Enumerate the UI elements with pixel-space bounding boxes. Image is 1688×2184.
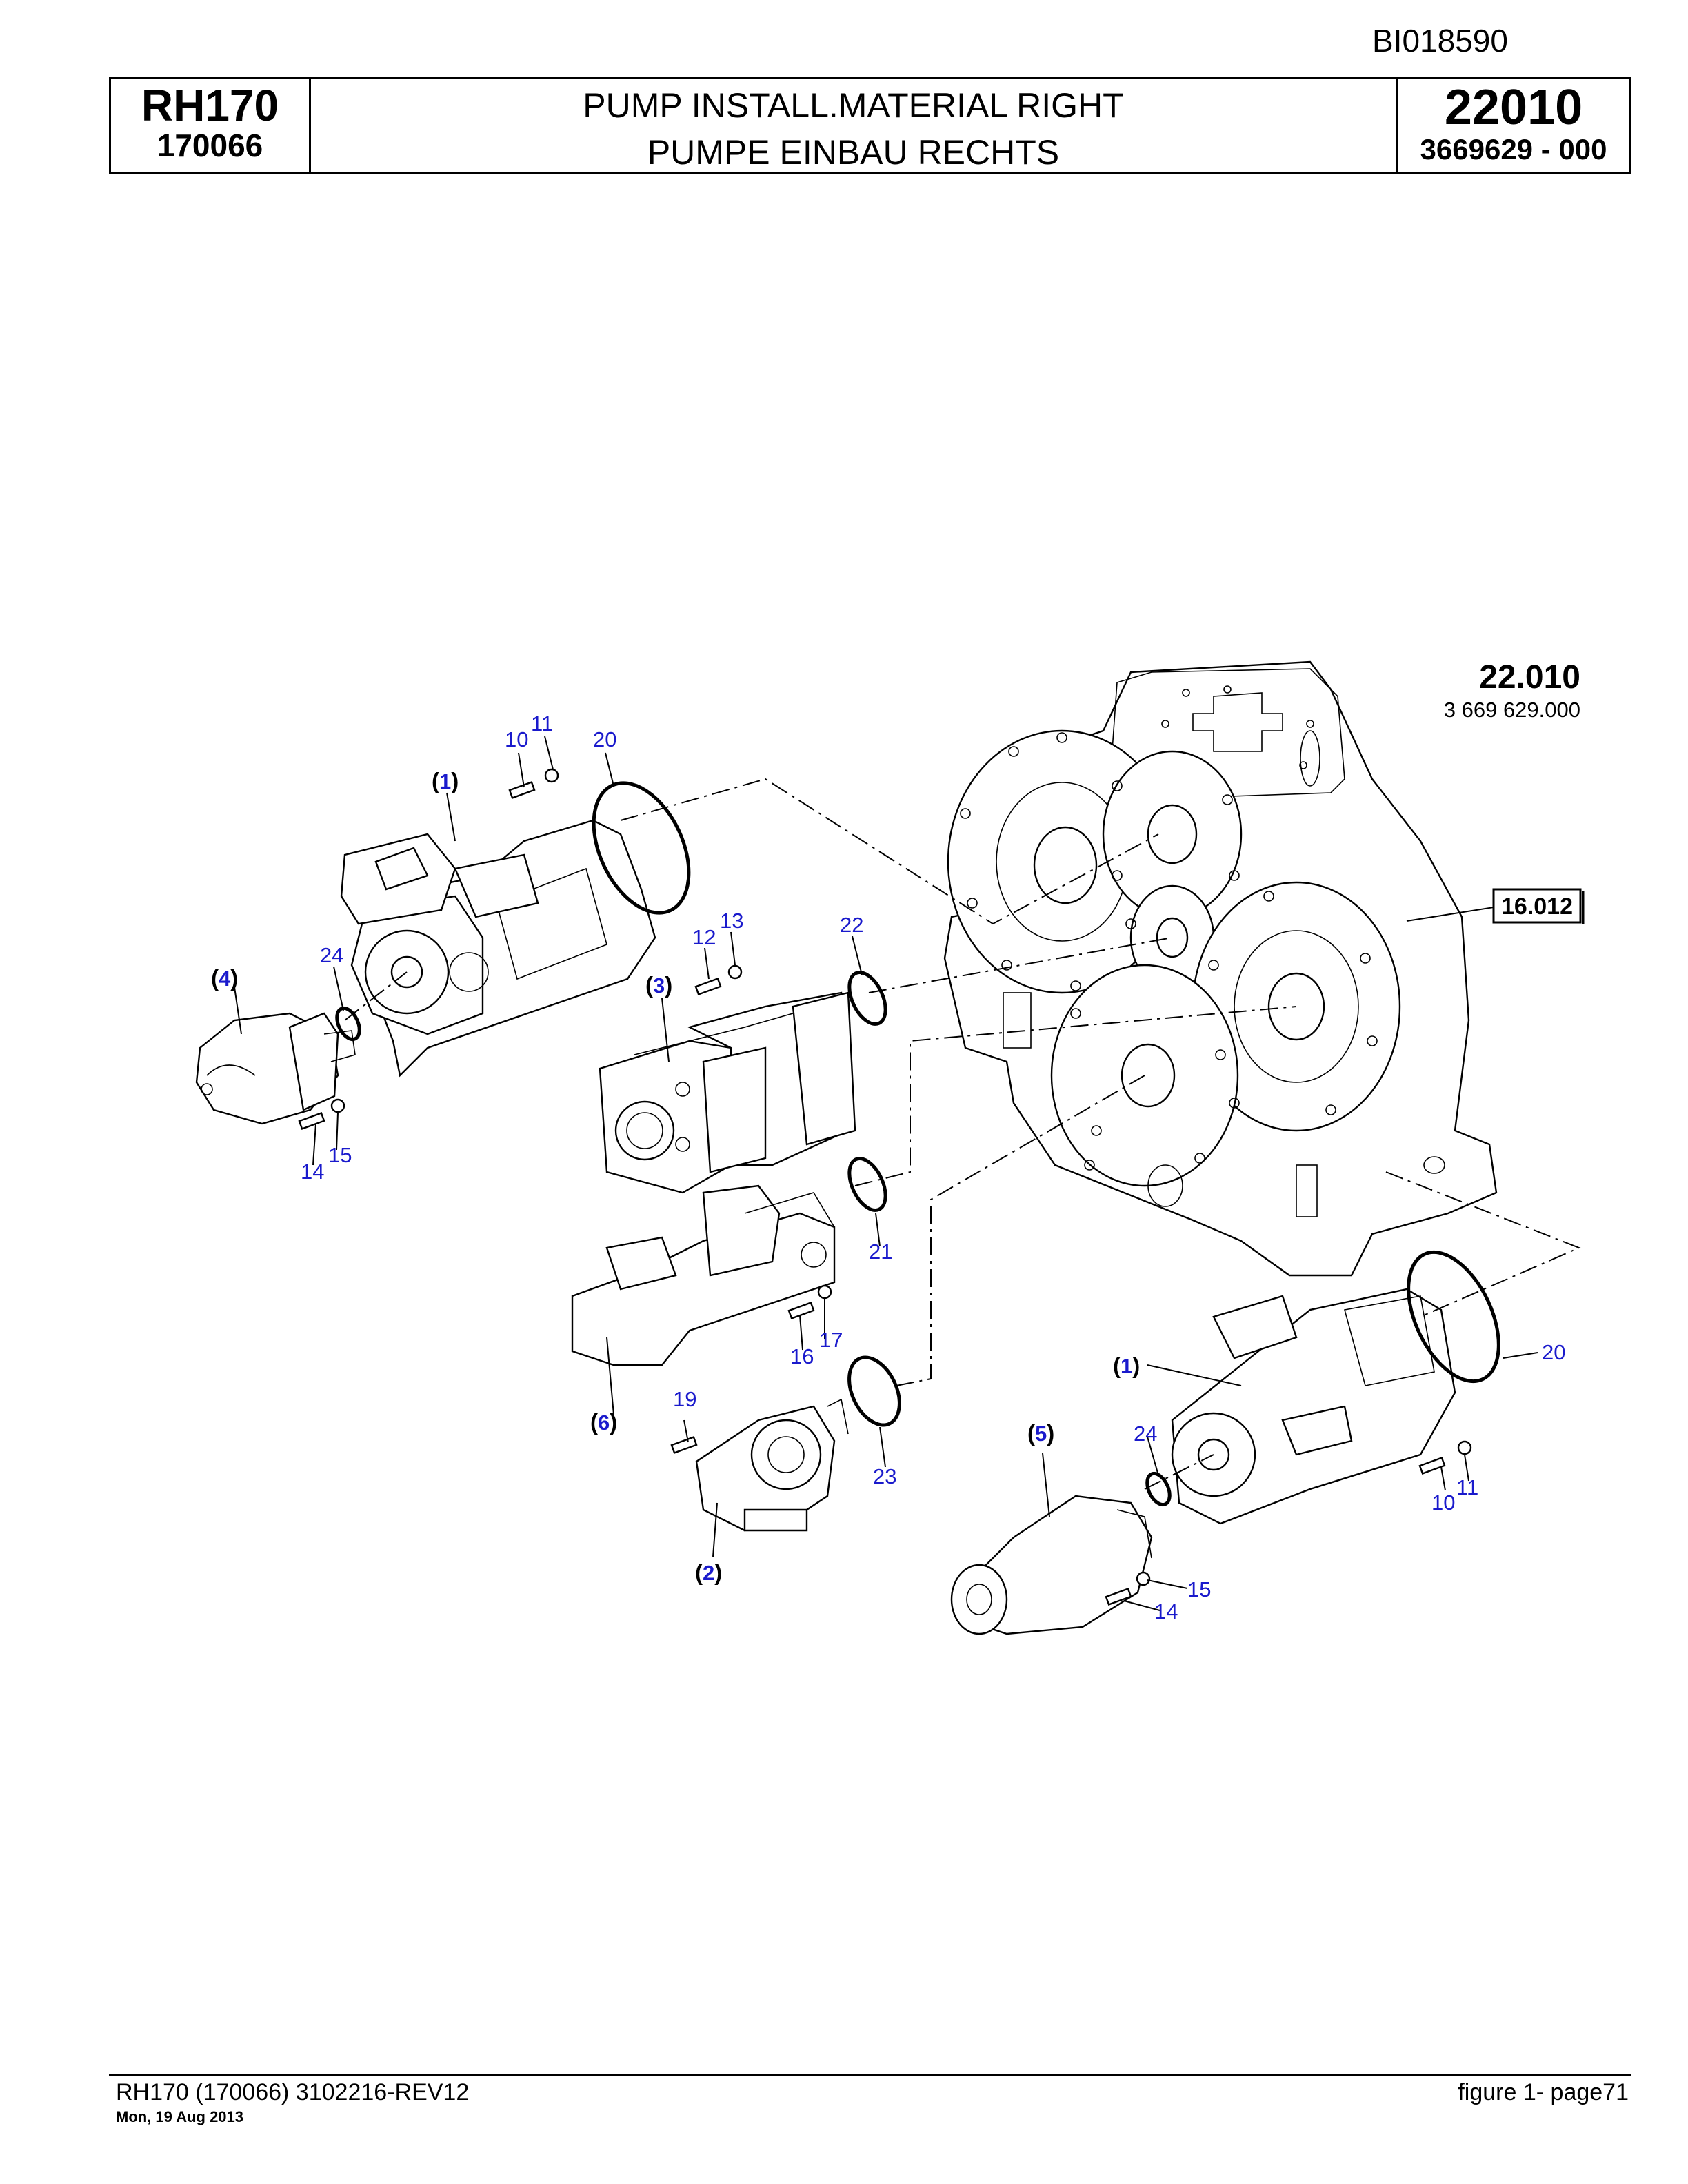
callout-14-upper[interactable]: 14 <box>301 1160 324 1184</box>
assembly-label-2[interactable]: (2) <box>695 1559 722 1585</box>
gearbox <box>943 660 1498 1277</box>
group-cell: 22010 3669629 - 000 <box>1398 79 1629 172</box>
footer-rule <box>109 2074 1631 2076</box>
assembly-label-3[interactable]: (3) <box>645 972 672 998</box>
callout-16[interactable]: 16 <box>790 1344 814 1368</box>
footer-page: figure 1- page71 <box>1458 2079 1629 2105</box>
callout-11-upper[interactable]: 11 <box>531 711 553 736</box>
document-id: BI018590 <box>1372 23 1508 59</box>
assembly-label-6[interactable]: (6) <box>590 1409 617 1435</box>
callout-21[interactable]: 21 <box>869 1240 892 1264</box>
assembly-label-1-lower[interactable]: (1) <box>1113 1353 1140 1378</box>
title-english: PUMP INSTALL.MATERIAL RIGHT <box>583 86 1124 125</box>
callout-17[interactable]: 17 <box>819 1328 843 1352</box>
o-rings <box>335 781 1500 1507</box>
serial-number: 170066 <box>157 128 263 163</box>
model-cell: RH170 170066 <box>111 79 311 172</box>
callout-14-lower[interactable]: 14 <box>1154 1599 1178 1624</box>
part-number: 3669629 - 000 <box>1420 133 1607 165</box>
callout-22[interactable]: 22 <box>840 913 863 937</box>
assembly-label-1-upper[interactable]: (1) <box>432 768 459 793</box>
footer-date: Mon, 19 Aug 2013 <box>116 2108 244 2125</box>
callout-15-upper[interactable]: 15 <box>328 1143 352 1167</box>
callout-24-upper[interactable]: 24 <box>320 943 343 967</box>
model-code: RH170 <box>141 81 279 130</box>
title-cell: PUMP INSTALL.MATERIAL RIGHT PUMPE EINBAU… <box>311 79 1398 172</box>
gear-pump-lower <box>950 1495 1153 1635</box>
callout-19[interactable]: 19 <box>673 1387 696 1411</box>
title-german: PUMPE EINBAU RECHTS <box>647 133 1060 172</box>
assembly-reference: 22.010 <box>1479 659 1580 696</box>
callout-10-upper[interactable]: 10 <box>505 727 528 751</box>
gear-pump-left <box>195 1012 356 1125</box>
leader-lines <box>234 736 1538 1611</box>
footer-document-ref: RH170 (170066) 3102216-REV12 <box>116 2079 470 2105</box>
assembly-lines <box>344 778 1581 1490</box>
pump-six <box>571 1184 836 1366</box>
main-pump-upper <box>340 819 656 1078</box>
callout-11-lower[interactable]: 11 <box>1456 1475 1478 1499</box>
assembly-label-4[interactable]: (4) <box>211 965 238 991</box>
assembly-part-number: 3 669 629.000 <box>1444 698 1580 722</box>
callout-20-lower[interactable]: 20 <box>1542 1340 1565 1364</box>
callout-12[interactable]: 12 <box>692 925 716 949</box>
group-number: 22010 <box>1444 80 1583 135</box>
boxed-reference[interactable]: 16.012 <box>1501 893 1573 920</box>
valve-block <box>599 991 856 1194</box>
callout-24-lower[interactable]: 24 <box>1134 1422 1157 1446</box>
callout-20-upper[interactable]: 20 <box>593 727 616 751</box>
callout-13[interactable]: 13 <box>720 909 743 933</box>
callout-23[interactable]: 23 <box>873 1464 896 1488</box>
callout-15-lower[interactable]: 15 <box>1187 1577 1211 1601</box>
callout-10-lower[interactable]: 10 <box>1431 1490 1455 1515</box>
small-parts <box>298 768 1472 1606</box>
assembly-label-5[interactable]: (5) <box>1027 1420 1054 1446</box>
main-pump-lower <box>1171 1288 1456 1525</box>
boxed-reference-frame <box>1492 888 1582 924</box>
title-block: RH170 170066 PUMP INSTALL.MATERIAL RIGHT… <box>109 77 1631 174</box>
gear-pump-two <box>695 1398 849 1532</box>
